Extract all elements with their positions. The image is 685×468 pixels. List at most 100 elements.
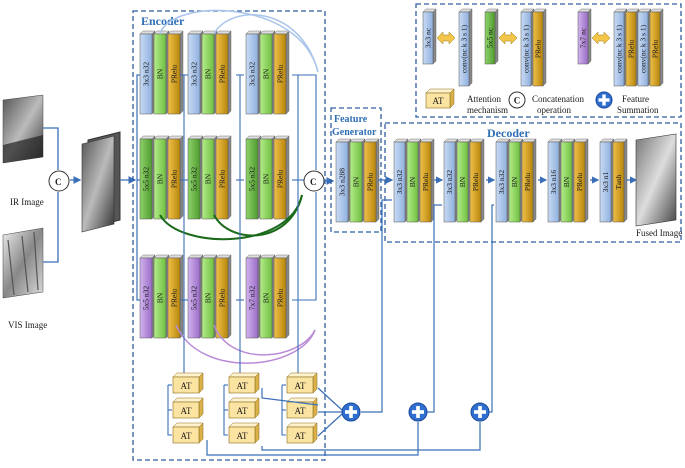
legend-sum-line1: Feature [622,94,649,104]
decoder-title: Decoder [487,126,530,140]
encoder-prelu-r1-s3: PRelu [273,30,290,115]
decoder-final-conv: 3x3 n1 [599,138,615,223]
attention-block-c2-r3: AT [228,422,260,444]
legend-concat-line1: Concatenation [532,94,584,104]
vis-image [2,227,44,299]
encoder-conv-r1-s1-label: 3x3 n32 [142,62,151,87]
decoder-bn-1-label: BN [408,176,417,187]
legend-attention-line2: mechanism [467,105,508,115]
legend-kernel-2: 5x5 nc [484,8,499,65]
decoder-prelu-4: PRelu [573,138,589,223]
legend-sum-line2: Summation [617,105,659,115]
legend-conv-2: conv(nc k 3 s 1) [520,8,535,87]
encoder-conv-r1-s3-label: 3x3 n32 [248,62,257,87]
decoder-prelu-1: PRelu [419,138,435,223]
summation-nodes [341,402,490,422]
encoder-bn-r3-s3-label: BN [262,292,271,303]
encoder-prelu-r1-s2: PRelu [215,30,232,115]
encoder-prelu-r3-s2-label: PRelu [218,289,227,308]
legend-prelu-3a-label: PRelu [627,40,636,59]
encoder-bn-r2-s1-label: BN [156,173,165,184]
encoder-bn-r1-s2-label: BN [204,68,213,79]
legend-arrow-1 [436,31,456,45]
ir-image-label: IR Image [10,197,44,207]
attention-block-c1-r3-label: AT [181,431,193,441]
encoder-conv-r2-s2-label: 5x5 n32 [190,167,199,192]
encoder-prelu-r3-s3: PRelu [273,254,290,339]
encoder-bn-r1-s3-label: BN [262,68,271,79]
decoder-conv-4-label: 3x3 n16 [549,170,558,195]
decoder-conv-3: 3x3 n32 [495,138,511,223]
encoder-conv-r2-s1: 5x5 n32 [139,135,156,220]
encoder-conv-r3-s2: 5x5 n32 [187,254,204,339]
encoder-prelu-r1-s1: PRelu [167,30,184,115]
legend-kernel-3-label: 7x7 nc [579,27,588,48]
attention-block-c1-r1-label: AT [181,381,193,391]
decoder-bn-4: BN [560,138,576,223]
legend-prelu-3b: PRelu [649,8,664,87]
encoder-prelu-r2-s3: PRelu [273,135,290,220]
decoder-conv-4: 3x3 n16 [547,138,563,223]
encoder-conv-r1-s2-label: 3x3 n32 [190,62,199,87]
svg-text:C: C [310,177,317,187]
legend: 3x3 nc conv(nc k 3 s 1) 5x5 nc conv(nc k 3 … [422,8,664,109]
encoder-prelu-r3-s2: PRelu [215,254,232,339]
legend-conv-3b: conv(nc k 3 s 1) [637,8,652,87]
attention-block-c2-r2-label: AT [237,406,249,416]
encoder-bn-r3-s2-label: BN [204,292,213,303]
legend-at-label: AT [433,96,445,106]
legend-attention-line1: Attention [467,94,501,104]
legend-prelu-3a: PRelu [625,8,640,87]
encoder-bn-r3-s3: BN [259,254,276,339]
fg-bn-label: BN [352,176,361,187]
encoder-prelu-r3-s1: PRelu [167,254,184,339]
encoder-bn-r1-s2: BN [201,30,218,115]
legend-kernel-1-label: 3x3 nc [424,27,433,48]
attention-block-c2-r1: AT [228,372,260,394]
decoder-prelu-3-label: PRelu [523,173,532,192]
decoder-bn-2-label: BN [458,176,467,187]
decoder-conv-2-label: 3x3 n32 [445,170,454,195]
legend-conv-2-label: conv(nc k 3 s 1) [522,24,531,73]
decoder-final-tanh: Tanh [612,138,628,223]
legend-conv-3a-label: conv(nc k 3 s 1) [615,24,624,73]
encoder-bn-r2-s3: BN [259,135,276,220]
attention-block-c2-r1-label: AT [237,381,249,391]
svg-text:C: C [55,177,62,187]
legend-conv-3b-label: conv(nc k 3 s 1) [639,24,648,73]
attention-block-c1-r1: AT [172,372,204,394]
feature-generator-title-2: Generator [332,127,377,138]
attention-block-c1-r3: AT [172,422,204,444]
fg-conv-label: 3x3 n288 [338,168,347,196]
decoder-final-conv-label: 3x3 n1 [601,171,610,192]
encoder-conv-r3-s1: 5x5 n32 [139,254,156,339]
encoder-conv-r2-s1-label: 5x5 n32 [142,167,151,192]
encoder-bn-r2-s2: BN [201,135,218,220]
decoder-bn-3: BN [508,138,524,223]
fused-image [635,133,677,227]
legend-kernel-1: 3x3 nc [422,8,437,65]
attention-block-c3-r3-label: AT [295,431,307,441]
legend-prelu-3b-label: PRelu [651,40,660,59]
legend-conv-3a: conv(nc k 3 s 1) [613,8,628,87]
fg-prelu: PRelu [363,138,380,223]
encoder-conv-r2-s3: 5x5 n32 [245,135,262,220]
summation-node-1 [341,402,361,422]
encoder-bn-r2-s2-label: BN [204,173,213,184]
encoder-prelu-r1-s3-label: PRelu [276,65,285,84]
legend-prelu-2: PRelu [532,8,547,87]
encoder-prelu-r2-s2-label: PRelu [218,170,227,189]
svg-text:C: C [514,96,521,106]
decoder-bn-3-label: BN [510,176,519,187]
encoder-conv-r1-s1: 3x3 n32 [139,30,156,115]
decoder-conv-2: 3x3 n32 [443,138,459,223]
decoder-bn-4-label: BN [562,176,571,187]
decoder-prelu-2-label: PRelu [471,173,480,192]
attention-block-c3-r1: AT [286,372,318,394]
encoder-conv-r3-s3: 7x7 n32 [245,254,262,339]
attention-block-c1-r2: AT [172,397,204,419]
legend-sum-icon [595,91,613,109]
